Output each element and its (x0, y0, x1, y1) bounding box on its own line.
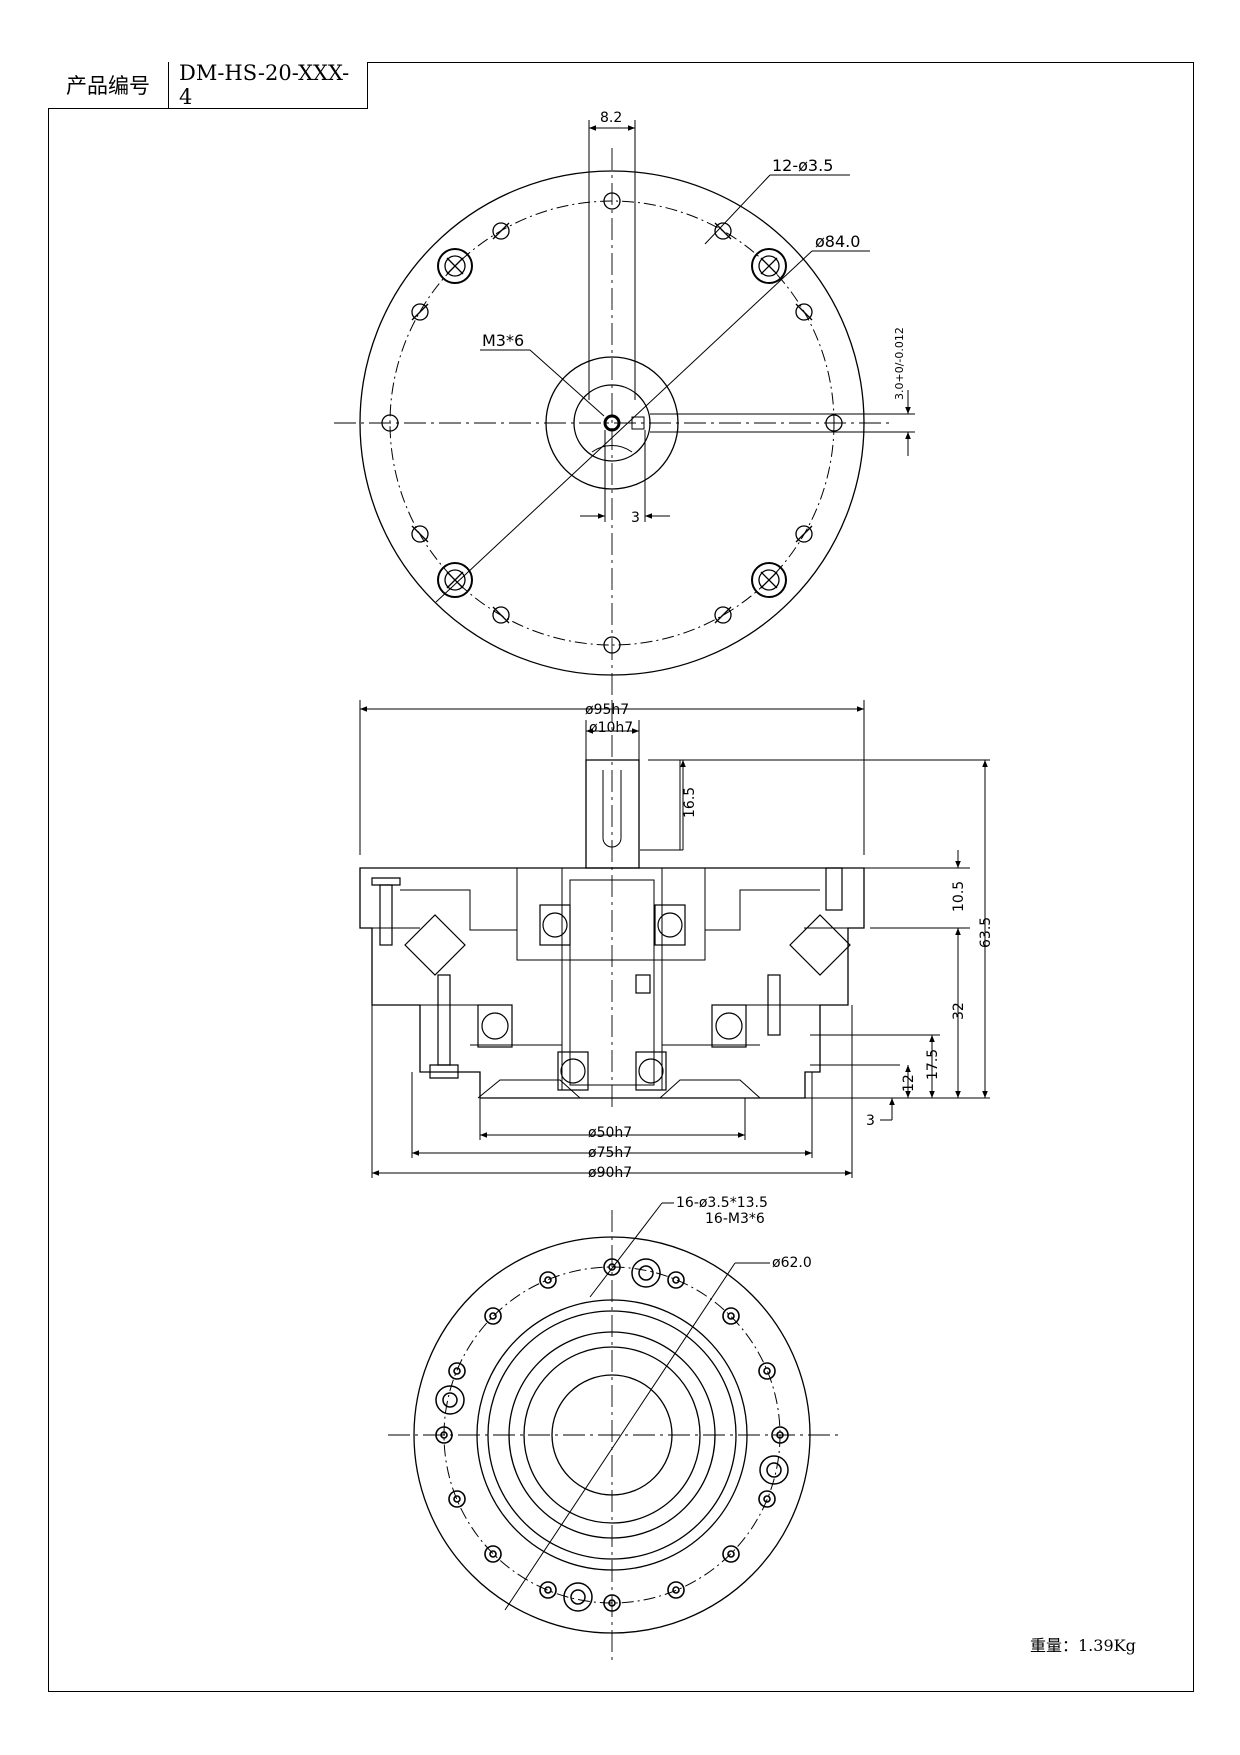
total-height-label: 63.5 (978, 917, 994, 948)
bottom-pcd-label: ø62.0 (772, 1255, 812, 1271)
top-view (334, 120, 915, 700)
pcd-label: ø84.0 (815, 232, 860, 251)
bottom-view (388, 1202, 838, 1660)
bolts (371, 867, 843, 1079)
holes-b-label: 16-M3*6 (705, 1211, 765, 1227)
holes-a-label: 16-ø3.5*13.5 (676, 1195, 768, 1211)
flange-height-label: 10.5 (951, 881, 967, 912)
top-screw-holes (437, 248, 787, 598)
key-depth-label: 3 (631, 510, 640, 526)
product-number-label: 产品编号 (48, 62, 169, 108)
bottom-holes (435, 1258, 789, 1612)
dia-90-label: ø90h7 (588, 1165, 632, 1181)
title-block: 产品编号 DM-HS-20-XXX-4 (48, 61, 368, 109)
keyway-width-label: 8.2 (600, 110, 622, 126)
shaft-dia-label: ø10h7 (589, 720, 633, 736)
bottom-screw-holes (435, 1258, 789, 1612)
product-number-value: DM-HS-20-XXX-4 (179, 61, 350, 109)
dim-12-label: 12 (901, 1074, 917, 1092)
dia-75-label: ø75h7 (588, 1145, 632, 1161)
key-tolerance-label: 3.0+0/-0.012 (893, 327, 906, 400)
output-shaft (585, 759, 640, 869)
holes-label: 12-ø3.5 (772, 156, 833, 175)
top-small-holes (381, 192, 843, 654)
dia-50-label: ø50h7 (588, 1125, 632, 1141)
tap-label: M3*6 (482, 331, 524, 350)
shaft-length-label: 16.5 (682, 787, 698, 818)
body-height-label: 32 (951, 1002, 967, 1020)
dim-17-5-label: 17.5 (925, 1049, 941, 1080)
weight-note: 重量：1.39Kg (1030, 1636, 1136, 1655)
dim-3-label: 3 (866, 1113, 875, 1129)
drawing-frame (48, 62, 1194, 1692)
outer-dia-label: ø95h7 (585, 702, 629, 718)
bearings (477, 904, 747, 1091)
section-view (359, 700, 990, 1178)
